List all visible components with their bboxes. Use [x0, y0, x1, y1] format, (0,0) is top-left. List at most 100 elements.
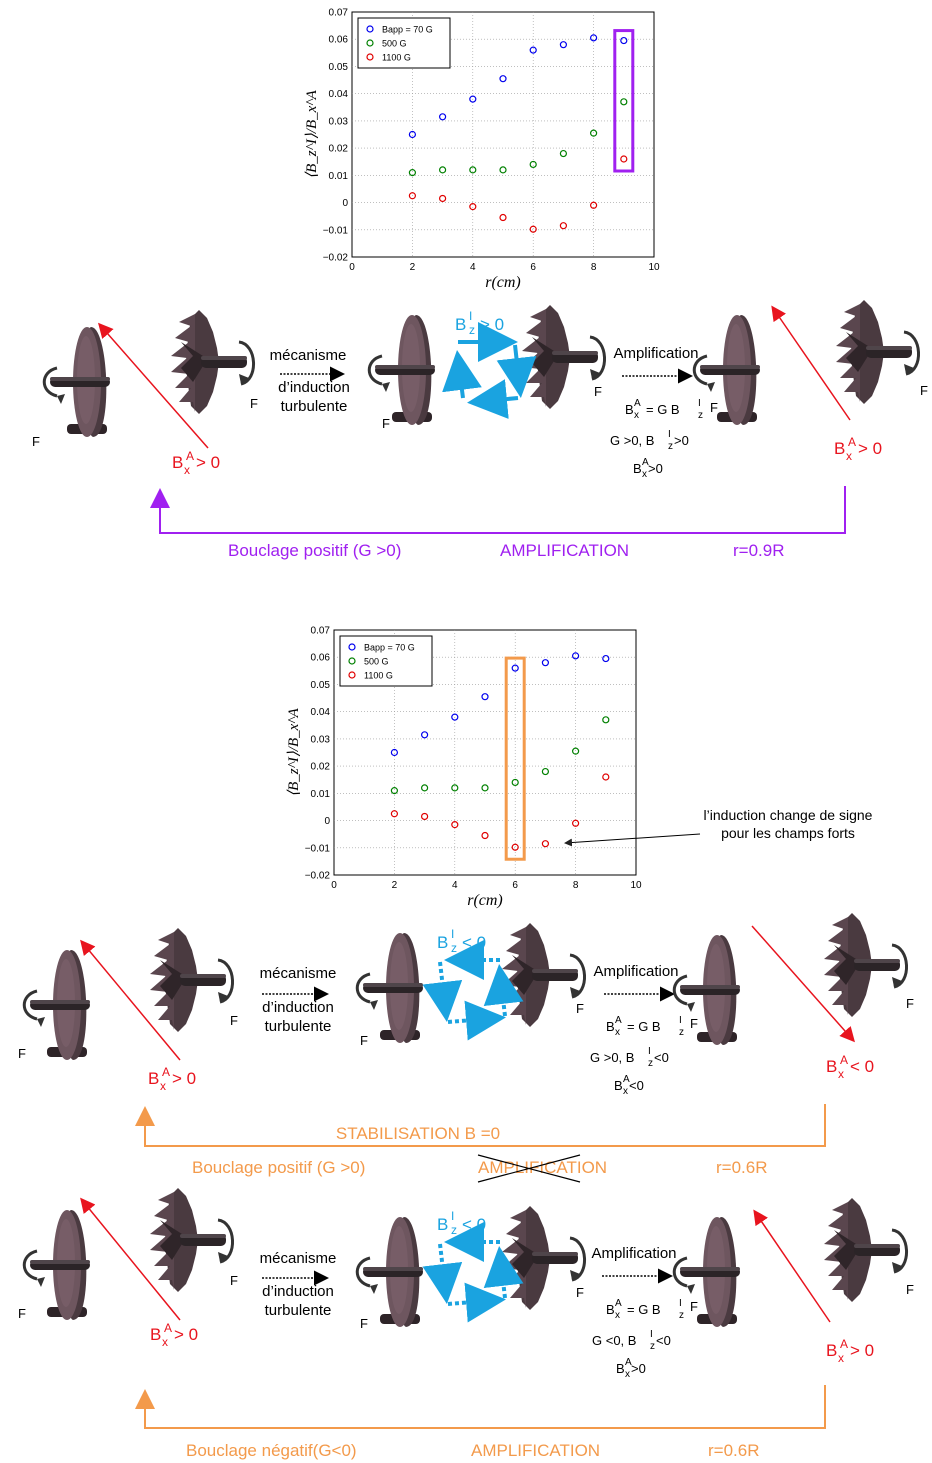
y-tick-label: 0.04 [329, 89, 349, 100]
disk-right-3 [672, 1215, 742, 1329]
svg-text:B: B [606, 1019, 615, 1034]
svg-text:z: z [698, 410, 703, 421]
svg-text:A: A [634, 398, 641, 409]
dinduction-label: d’induction [278, 379, 350, 396]
field-arrow-right [753, 1209, 831, 1323]
svg-text:z: z [469, 323, 475, 337]
amplification-caption: AMPLIFICATION [471, 1441, 600, 1460]
data-point [541, 840, 549, 848]
row-2-diagram: F F B A x > 0 mécanisme d’induction turb… [18, 911, 914, 1183]
x-tick-label: 8 [573, 880, 579, 891]
data-point [451, 821, 459, 829]
feedback-loop-1 [150, 486, 846, 534]
svg-text:z: z [679, 1310, 684, 1321]
loop-label: Bouclage négatif(G<0) [186, 1441, 357, 1460]
y-tick-label: −0.01 [305, 843, 331, 854]
legend-marker [348, 657, 356, 665]
feedback-loop-2 [135, 1104, 826, 1147]
amplification-label: Amplification [593, 963, 678, 980]
data-point [481, 784, 489, 792]
x-tick-label: 4 [470, 262, 476, 273]
f-label: F [576, 1285, 584, 1300]
annotation-line-1: l’induction change de signe [704, 807, 873, 823]
bzi-rel: < 0 [462, 933, 486, 952]
data-point [620, 36, 628, 45]
f-label: F [920, 383, 928, 398]
f-label: F [230, 1273, 238, 1288]
bxa-rel: > 0 [850, 1341, 874, 1360]
svg-text:B: B [437, 1215, 448, 1234]
svg-text:B: B [606, 1302, 615, 1317]
eq-result: >0 [631, 1361, 646, 1376]
radius-label: r=0.9R [733, 541, 785, 560]
svg-text:A: A [615, 1015, 622, 1026]
y-axis-label: ⟨B_z^I⟩/B_x^A [286, 707, 302, 796]
legend-marker [366, 39, 374, 47]
legend-marker [366, 53, 374, 61]
svg-text:B: B [616, 1361, 625, 1376]
cross-line [477, 1154, 581, 1183]
legend-label: 1100 G [382, 53, 411, 63]
svg-text:x: x [160, 1079, 166, 1093]
svg-text:x: x [838, 1351, 844, 1365]
legend-label: 1100 G [364, 671, 393, 681]
disk-left-2 [22, 948, 92, 1062]
disk-bladed-center-3 [500, 1204, 587, 1312]
y-tick-label: 0.04 [311, 707, 331, 718]
data-point [590, 201, 598, 209]
data-point [541, 659, 549, 667]
svg-text:A: A [642, 457, 649, 468]
data-point [572, 747, 580, 755]
svg-text:I: I [668, 429, 671, 440]
eq-main: = G B [627, 1019, 661, 1034]
amplification-label: Amplification [613, 345, 698, 362]
f-label: F [690, 1016, 698, 1031]
f-label: F [250, 396, 258, 411]
data-point [499, 213, 507, 222]
y-tick-label: 0.05 [311, 680, 331, 691]
svg-text:B: B [625, 402, 634, 417]
bzi-label-1: B I z > 0 [455, 309, 504, 337]
eq-cond: G <0, B [592, 1333, 636, 1348]
y-tick-label: −0.01 [323, 225, 349, 236]
x-tick-label: 10 [630, 880, 642, 891]
y-tick-label: 0.07 [311, 626, 331, 637]
data-point [511, 843, 519, 851]
disk-bladed-center-2 [500, 921, 587, 1029]
bxa-left-label: B A x > 0 [172, 449, 220, 477]
svg-text:A: A [848, 435, 856, 449]
data-point [541, 767, 549, 776]
data-point [559, 41, 567, 49]
y-tick-label: 0.03 [329, 116, 349, 127]
f-label: F [32, 434, 40, 449]
data-point [529, 225, 537, 233]
svg-text:x: x [838, 1067, 844, 1081]
data-point [620, 155, 628, 163]
data-point [572, 819, 580, 827]
data-point [408, 169, 417, 177]
svg-text:B: B [826, 1057, 837, 1076]
f-label: F [360, 1033, 368, 1048]
y-tick-label: 0 [342, 198, 348, 209]
eq-main: = G B [646, 402, 680, 417]
svg-text:A: A [186, 449, 194, 463]
svg-text:x: x [184, 463, 190, 477]
eq-cond-tail: >0 [674, 433, 689, 448]
data-point [620, 98, 628, 106]
legend-marker [348, 643, 356, 651]
data-point [469, 95, 477, 103]
data-point [420, 812, 429, 821]
x-axis-label: r(cm) [467, 892, 503, 909]
x-tick-label: 0 [349, 262, 355, 273]
disk-center-2 [355, 931, 425, 1045]
eq-cond: G >0, B [590, 1050, 634, 1065]
data-point [559, 222, 567, 230]
bzi-loop-2 [422, 940, 524, 1041]
eq-result: <0 [629, 1078, 644, 1093]
svg-text:A: A [164, 1321, 172, 1335]
field-arrow-right [751, 925, 855, 1043]
loop-label: Bouclage positif (G >0) [192, 1158, 365, 1177]
